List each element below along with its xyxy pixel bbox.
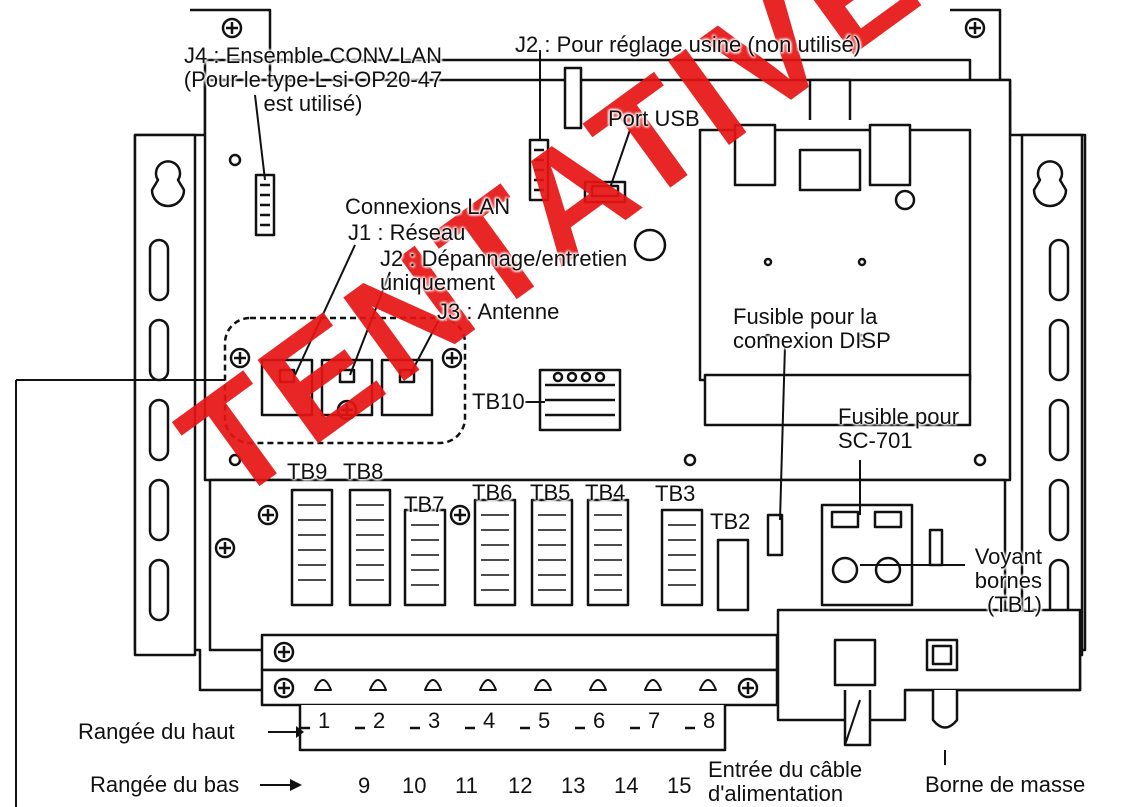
top-row-number: 7 — [648, 708, 660, 734]
label-tb10: TB10 — [472, 390, 525, 414]
label-lan-j3: J3 : Antenne — [437, 300, 559, 324]
arrow-bottom-row — [290, 779, 302, 791]
label-j2-factory: J2 : Pour réglage usine (non utilisé) — [515, 33, 861, 57]
label-tb2: TB2 — [710, 510, 750, 534]
power-cover — [778, 610, 1080, 745]
label-usb-port: Port USB — [608, 107, 700, 131]
bottom-row-number: 12 — [508, 773, 532, 799]
label-tb8: TB8 — [343, 460, 383, 484]
label-bottom-row: Rangée du bas — [90, 773, 239, 797]
label-ground-terminal: Borne de masse — [925, 773, 1085, 797]
label-tb7: TB7 — [404, 493, 444, 517]
top-row-number: 4 — [483, 708, 495, 734]
label-tb4: TB4 — [585, 481, 625, 505]
top-row-number: 8 — [703, 708, 715, 734]
bottom-row-number: 11 — [455, 773, 478, 799]
label-fuse-sc701: Fusible pour SC-701 — [838, 405, 959, 453]
label-tb9: TB9 — [287, 460, 327, 484]
tb10-terminal — [540, 370, 620, 430]
top-row-number: 2 — [373, 708, 385, 734]
fuse-disp — [768, 515, 782, 555]
label-lan-j2: J2 : Dépannage/entretien uniquement — [380, 247, 627, 295]
label-tb5: TB5 — [530, 481, 570, 505]
top-row-number: 5 — [538, 708, 550, 734]
top-row-number: 6 — [593, 708, 605, 734]
bottom-row-number: 9 — [358, 773, 370, 799]
bottom-row-number: 13 — [561, 773, 585, 799]
top-row-number: 3 — [428, 708, 440, 734]
bottom-row-number: 10 — [402, 773, 426, 799]
cable-clamp-bar — [262, 635, 777, 705]
bottom-row-number: 15 — [667, 773, 691, 799]
top-row-number: 1 — [318, 708, 330, 734]
label-j4: J4 : Ensemble CONV LAN (Pour le type L s… — [148, 44, 478, 116]
label-lan-connections: Connexions LAN — [345, 195, 510, 219]
fuse-sc701 — [822, 505, 912, 605]
label-voyant-tb1: Voyant bornes (TB1) — [962, 545, 1042, 617]
label-top-row: Rangée du haut — [78, 720, 235, 744]
label-lan-j1: J1 : Réseau — [348, 221, 465, 245]
label-fuse-disp: Fusible pour la connexion DISP — [733, 305, 891, 353]
bottom-row-number: 14 — [614, 773, 638, 799]
label-power-cable-entry: Entrée du câble d'alimentation — [708, 758, 862, 806]
label-tb3: TB3 — [655, 482, 695, 506]
label-tb6: TB6 — [472, 481, 512, 505]
